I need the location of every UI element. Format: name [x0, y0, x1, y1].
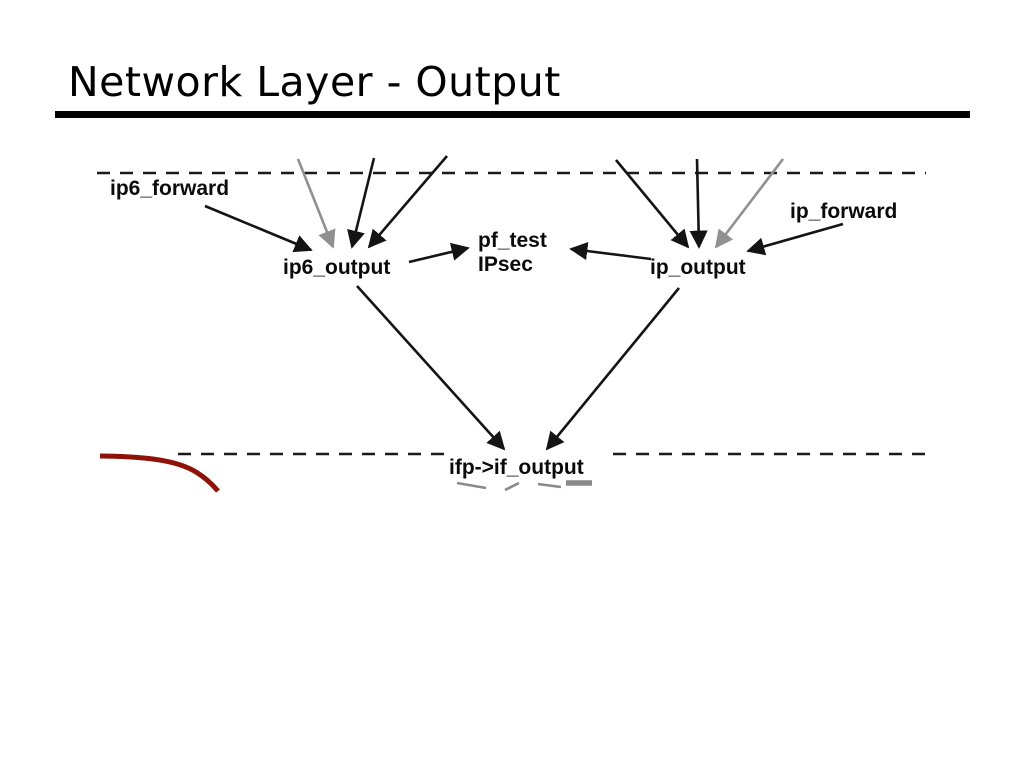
title-underline — [55, 111, 970, 118]
edge-upper-to-ip6-output-1 — [347, 157, 376, 249]
edge-ip-output-to-if-output — [545, 287, 681, 451]
edge-ip-output-to-pf-test — [569, 242, 652, 261]
slide-title: Network Layer - Output — [68, 58, 561, 106]
node-ip-forward: ip_forward — [790, 200, 898, 223]
edge-ip6-output-to-pf-test — [408, 242, 470, 264]
edge-upper-to-ip6-output-2 — [367, 155, 448, 249]
edge-upper-to-ip-output-1 — [614, 159, 690, 249]
edge-ip6-output-to-if-output — [356, 285, 506, 451]
edge-upper-to-ip-output-2 — [689, 158, 708, 249]
edge-ip-forward-to-ip-output — [746, 222, 844, 256]
red-annotation-curve — [99, 453, 220, 493]
edge-upper-gray-to-ip-output — [714, 158, 785, 249]
node-ifp-if-output: ifp->if_output — [449, 456, 584, 479]
edge-ip6-forward-to-ip6-output — [204, 204, 313, 253]
node-pf-test-ipsec: pf_test IPsec — [478, 229, 547, 277]
node-ipsec-label: IPsec — [478, 253, 533, 276]
node-ip-output: ip_output — [650, 256, 746, 279]
node-pf-test-label: pf_test — [478, 229, 547, 252]
edge-upper-gray-to-ip6-output — [296, 158, 336, 249]
node-ip6-forward: ip6_forward — [110, 177, 230, 200]
clipped-gray-marks — [456, 480, 592, 492]
node-ip6-output: ip6_output — [283, 256, 391, 279]
